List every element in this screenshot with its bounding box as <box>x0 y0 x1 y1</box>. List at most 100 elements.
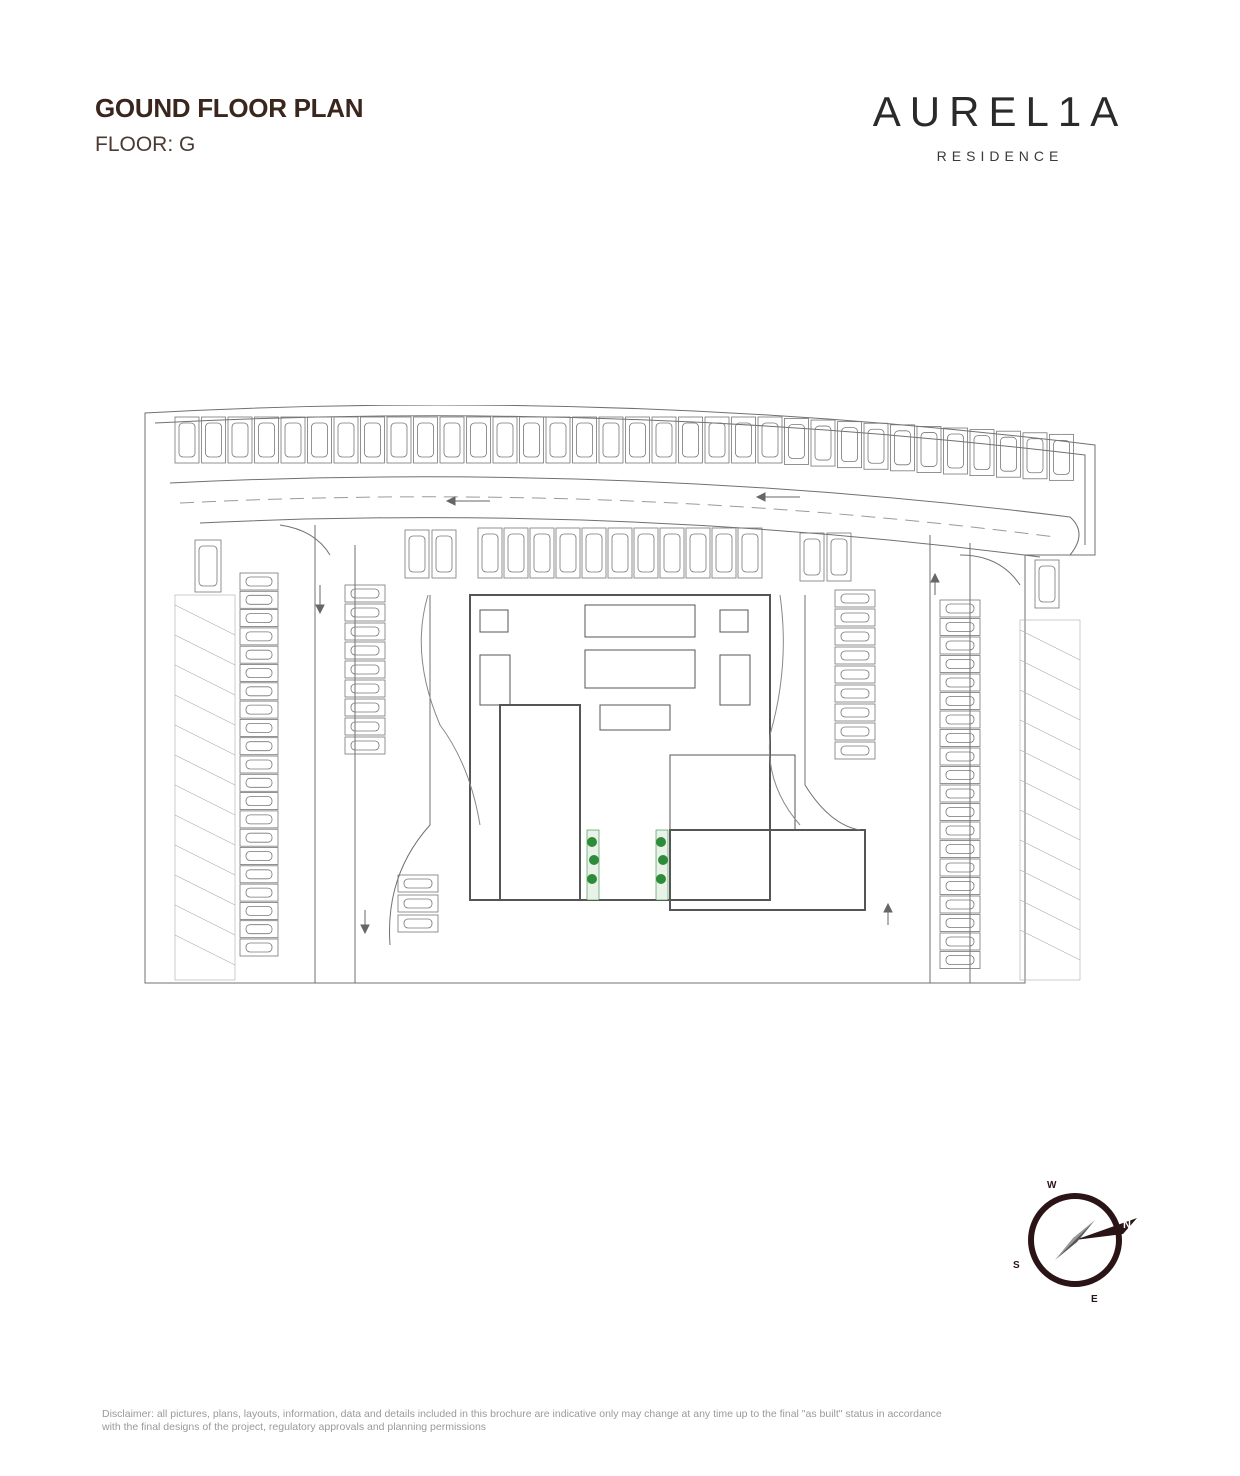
car-outline <box>350 702 380 713</box>
car-outline <box>559 533 577 573</box>
car-outline <box>178 422 196 458</box>
car-outline <box>245 924 273 935</box>
left-ramp-curve <box>279 524 331 556</box>
brand-logo: AUREL1A <box>872 88 1128 135</box>
car-outline <box>945 825 975 836</box>
parking-stall <box>344 660 386 679</box>
car-outline <box>973 435 991 471</box>
parking-stall <box>678 416 703 464</box>
car-outline <box>945 640 975 651</box>
car-outline <box>945 918 975 928</box>
parking-stall <box>239 645 279 664</box>
car-outline <box>245 613 273 624</box>
car-outline <box>585 533 603 573</box>
car-outline <box>245 832 273 843</box>
parking-stall <box>731 416 756 464</box>
car-outline <box>403 898 433 909</box>
parking-stall <box>633 527 659 579</box>
lift-left <box>479 609 509 633</box>
car-outline <box>245 887 273 898</box>
parking-stall <box>607 527 633 579</box>
car-outline <box>945 622 975 632</box>
car-outline <box>533 533 551 573</box>
car-outline <box>637 533 655 573</box>
parking-stall <box>194 539 222 593</box>
parking-stall <box>834 646 876 665</box>
parking-stall <box>939 747 981 766</box>
car-outline <box>523 422 540 458</box>
parking-stall <box>239 755 279 774</box>
car-outline <box>945 881 975 891</box>
car-outline <box>337 422 355 458</box>
parking-stall <box>239 792 279 811</box>
floor-label: FLOOR: G <box>95 133 196 156</box>
car-outline <box>245 777 273 788</box>
parking-stall <box>344 641 386 660</box>
car-outline <box>830 538 848 576</box>
parking-stall <box>834 665 876 684</box>
car-outline <box>245 942 273 953</box>
parking-stall <box>939 673 981 692</box>
car-outline <box>689 533 707 573</box>
left-ramp <box>314 525 356 983</box>
parking-stall <box>413 416 438 464</box>
parking-stall <box>555 527 581 579</box>
parking-stall <box>939 914 981 932</box>
right-ramp <box>929 535 971 983</box>
car-outline <box>788 424 805 459</box>
car-outline <box>350 588 380 599</box>
parking-stall <box>519 416 544 464</box>
ground-floor-plan-drawing <box>144 405 1096 984</box>
car-outline <box>245 686 273 697</box>
parking-stall <box>711 527 737 579</box>
parking-stall <box>239 865 279 884</box>
car-outline <box>350 607 380 618</box>
parking-stall <box>239 572 279 591</box>
parking-stall <box>581 527 607 579</box>
parking-stall <box>685 527 711 579</box>
parking-stall <box>239 682 279 701</box>
parking-stall <box>863 422 889 470</box>
parking-stall <box>239 883 279 902</box>
parking-stall <box>757 416 783 464</box>
parking-stall <box>939 951 981 969</box>
retail-right <box>669 829 866 911</box>
compass-needle-north <box>1075 1218 1137 1240</box>
parking-stall <box>834 741 876 760</box>
car-outline <box>945 677 975 688</box>
parking-stall <box>239 828 279 847</box>
car-outline <box>945 603 975 614</box>
car-outline <box>840 631 870 642</box>
parking-stall <box>174 416 200 464</box>
parking-stall <box>939 636 981 655</box>
landscape-hatching <box>174 594 1081 981</box>
parking-stall <box>834 627 876 646</box>
drive-aisle-outer <box>169 476 1080 556</box>
car-outline <box>470 422 487 458</box>
parking-stall <box>239 590 279 609</box>
parking-stall <box>939 821 981 840</box>
parking-stall <box>280 416 306 464</box>
parking-stall <box>239 700 279 719</box>
car-outline <box>245 905 273 916</box>
north-compass: W N S E <box>1013 1180 1137 1305</box>
parking-stall <box>439 416 465 464</box>
car-outline <box>245 851 273 861</box>
car-outline <box>364 422 381 458</box>
parking-stall <box>239 737 279 756</box>
parking-stall <box>799 532 825 582</box>
parking-stall <box>239 810 279 829</box>
parking-stall <box>492 416 518 464</box>
car-outline <box>945 807 975 817</box>
parking-stall <box>939 618 981 636</box>
car-outline <box>1038 565 1056 603</box>
brand-tagline: RESIDENCE <box>936 148 1064 164</box>
parking-stall <box>307 416 332 464</box>
parking-stall <box>397 874 439 893</box>
car-outline <box>245 649 273 660</box>
right-planter-wall <box>768 594 801 826</box>
parking-stall <box>239 920 279 939</box>
car-outline <box>945 751 975 762</box>
stair-left <box>479 654 511 706</box>
parking-stall <box>659 527 685 579</box>
